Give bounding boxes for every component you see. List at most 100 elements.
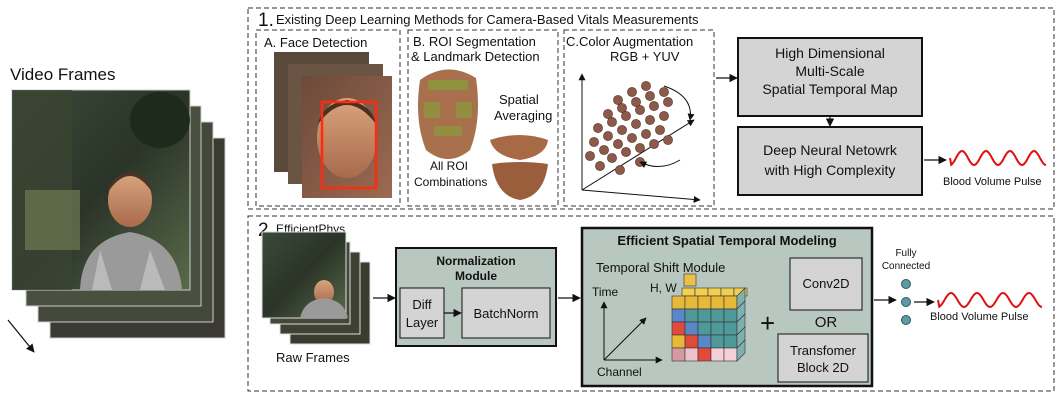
color-aug-line2: RGB + YUV xyxy=(610,49,680,64)
color-point xyxy=(621,147,631,157)
tensor-cell xyxy=(697,295,712,310)
color-point xyxy=(627,133,637,143)
color-point-cloud xyxy=(585,81,673,175)
axis-channel-label: Channel xyxy=(597,365,642,379)
tsm-label: Temporal Shift Module xyxy=(596,260,725,275)
time-arrow xyxy=(7,319,35,353)
fully-connected-layer xyxy=(901,279,911,325)
blood-volume-pulse-wave-2 xyxy=(937,291,1043,309)
color-point xyxy=(589,137,599,147)
tensor-cell xyxy=(697,347,712,362)
color-point xyxy=(615,165,625,175)
roi-panel xyxy=(407,29,559,207)
all-roi-line2: Combinations xyxy=(414,175,487,189)
tensor-cell xyxy=(723,334,738,349)
color-point xyxy=(607,153,617,163)
axis-hw-label: H, W xyxy=(650,281,677,295)
color-point xyxy=(617,125,627,135)
color-point xyxy=(613,139,623,149)
face-detection-frames xyxy=(274,52,392,198)
map-line2: Multi-Scale xyxy=(795,63,864,79)
or-label: OR xyxy=(815,314,838,331)
deep-neural-network-box xyxy=(737,126,923,196)
color-point xyxy=(607,117,617,127)
all-roi-line1: All ROI xyxy=(430,159,468,173)
raw-frames-stack xyxy=(261,231,371,345)
tsm-axis-hw xyxy=(603,317,647,361)
tensor-cell xyxy=(723,308,738,323)
tensor-cell xyxy=(671,308,686,323)
diff-layer-box xyxy=(399,287,445,339)
tensor-cell xyxy=(720,287,735,297)
color-point xyxy=(593,123,603,133)
color-point xyxy=(627,87,637,97)
spatial-temporal-map-box xyxy=(737,37,923,117)
tensor-cell xyxy=(671,347,686,362)
tensor-cell xyxy=(671,295,686,310)
tensor-cell xyxy=(697,308,712,323)
section1-number: 1. xyxy=(258,10,274,31)
pulse-label-1: Blood Volume Pulse xyxy=(943,176,1041,188)
tensor-cell xyxy=(671,321,686,336)
tensor-cell xyxy=(723,347,738,362)
color-point xyxy=(655,125,665,135)
transformer-line2: Block 2D xyxy=(797,360,849,375)
color-point xyxy=(645,91,655,101)
tensor-cell xyxy=(710,295,725,310)
tensor-cell xyxy=(736,339,746,362)
tensor-cell xyxy=(723,295,738,310)
transformer-line1: Transfomer xyxy=(790,343,857,358)
color-point xyxy=(649,139,659,149)
tensor-cell xyxy=(671,334,686,349)
batchnorm-box xyxy=(461,287,551,339)
conv2d-label: Conv2D xyxy=(803,276,850,291)
color-point xyxy=(659,87,669,97)
dnn-line2: with High Complexity xyxy=(764,162,896,178)
tensor-cell xyxy=(710,334,725,349)
tensor-cell xyxy=(684,308,699,323)
video-frames-title: Video Frames xyxy=(10,65,116,84)
section2-frame xyxy=(247,215,1055,392)
rotation-arrow-top xyxy=(663,85,695,121)
color-point xyxy=(595,161,605,171)
blood-volume-pulse-wave-1 xyxy=(949,149,1047,167)
color-point xyxy=(641,129,651,139)
rotation-arrow-bottom xyxy=(639,159,681,168)
roi-label-line2: & Landmark Detection xyxy=(411,49,540,64)
map-line3: Spatial Temporal Map xyxy=(762,81,897,97)
color-point xyxy=(635,105,645,115)
tensor-cell xyxy=(683,273,697,287)
color-augmentation-panel xyxy=(563,29,715,207)
tensor-cell xyxy=(710,321,725,336)
fc-line1: Fully xyxy=(895,248,916,259)
raw-frames-label: Raw Frames xyxy=(276,350,350,365)
color-aug-line1: C.Color Augmentation xyxy=(566,34,693,49)
transformer-block-box xyxy=(777,333,869,383)
tensor-cell xyxy=(697,321,712,336)
diff-line1: Diff xyxy=(412,297,432,312)
plus-sign: + xyxy=(760,308,775,338)
color-point xyxy=(649,101,659,111)
conv2d-box xyxy=(789,257,863,311)
color-point xyxy=(613,95,623,105)
color-point xyxy=(603,131,613,141)
tensor-cell xyxy=(684,334,699,349)
tensor-cell xyxy=(710,347,725,362)
color-point xyxy=(617,103,627,113)
section1-frame xyxy=(247,7,1055,210)
tensor-cell xyxy=(684,321,699,336)
color-point xyxy=(631,119,641,129)
section1-title: Existing Deep Learning Methods for Camer… xyxy=(276,12,699,27)
face-detection-label: A. Face Detection xyxy=(264,35,367,50)
color-point xyxy=(603,109,613,119)
color-point xyxy=(645,115,655,125)
roi-label-line1: B. ROI Segmentation xyxy=(413,34,536,49)
normalization-line2: Module xyxy=(455,269,497,283)
neuron-2 xyxy=(901,297,911,307)
dnn-line1: Deep Neural Netowrk xyxy=(763,142,898,158)
tensor-cell xyxy=(684,295,699,310)
color-point xyxy=(663,97,673,107)
tensor-cell xyxy=(697,334,712,349)
axis-time-label: Time xyxy=(592,285,619,299)
